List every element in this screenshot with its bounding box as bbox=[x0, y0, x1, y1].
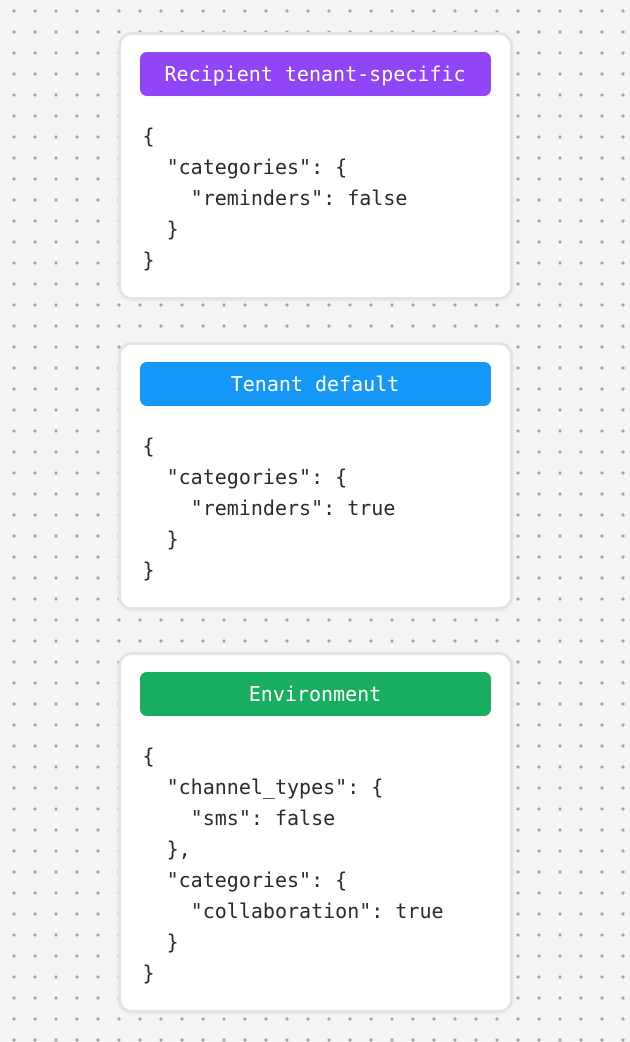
preference-merge-diagram: Recipient tenant-specific { "categories"… bbox=[117, 32, 513, 1013]
badge-recipient-tenant-specific: Recipient tenant-specific bbox=[139, 52, 491, 96]
card-tenant-default: Tenant default { "categories": { "remind… bbox=[117, 342, 513, 610]
json-snippet-recipient-tenant-specific: { "categories": { "reminders": false } } bbox=[142, 124, 408, 272]
card-recipient-tenant-specific: Recipient tenant-specific { "categories"… bbox=[117, 32, 513, 300]
badge-tenant-default: Tenant default bbox=[139, 362, 491, 406]
badge-environment: Environment bbox=[139, 672, 491, 716]
json-snippet-environment: { "channel_types": { "sms": false }, "ca… bbox=[142, 744, 444, 985]
json-snippet-tenant-default: { "categories": { "reminders": true } } bbox=[142, 434, 396, 582]
card-environment: Environment { "channel_types": { "sms": … bbox=[117, 652, 513, 1013]
